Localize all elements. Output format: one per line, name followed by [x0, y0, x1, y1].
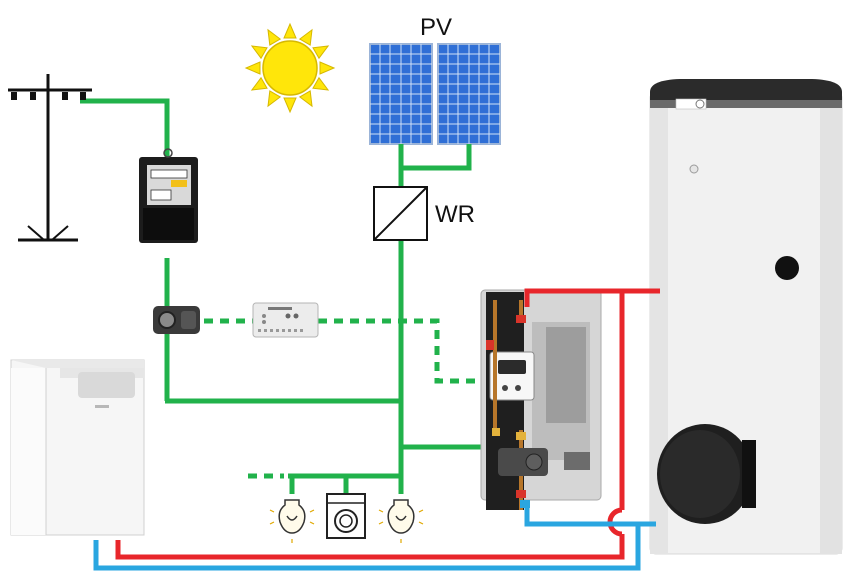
current-sensor-icon [153, 306, 200, 334]
pv-panel-icon [369, 43, 501, 145]
signal-lines [204, 318, 482, 479]
electricity-meter-icon [139, 148, 198, 243]
hot-water-pipe [115, 288, 660, 560]
controller-module-icon [252, 302, 319, 338]
pv-panel-left [369, 43, 433, 145]
electric-lines [80, 98, 482, 494]
pv-panel-right [437, 43, 501, 145]
inverter-icon [373, 186, 428, 241]
light-bulb-left [269, 499, 315, 543]
heat-pump-station-icon [480, 289, 602, 510]
hot-water-tank-icon [649, 79, 843, 555]
pv-label: PV [420, 14, 453, 41]
light-bulb-icon [269, 499, 424, 543]
cold-water-pipe [93, 508, 656, 571]
boiler-icon [10, 359, 145, 536]
inverter-label: WR [435, 201, 475, 228]
light-bulb-right [378, 499, 424, 543]
sun-icon [244, 22, 336, 114]
washing-machine-icon [326, 493, 366, 539]
utility-pole-icon [8, 74, 92, 242]
